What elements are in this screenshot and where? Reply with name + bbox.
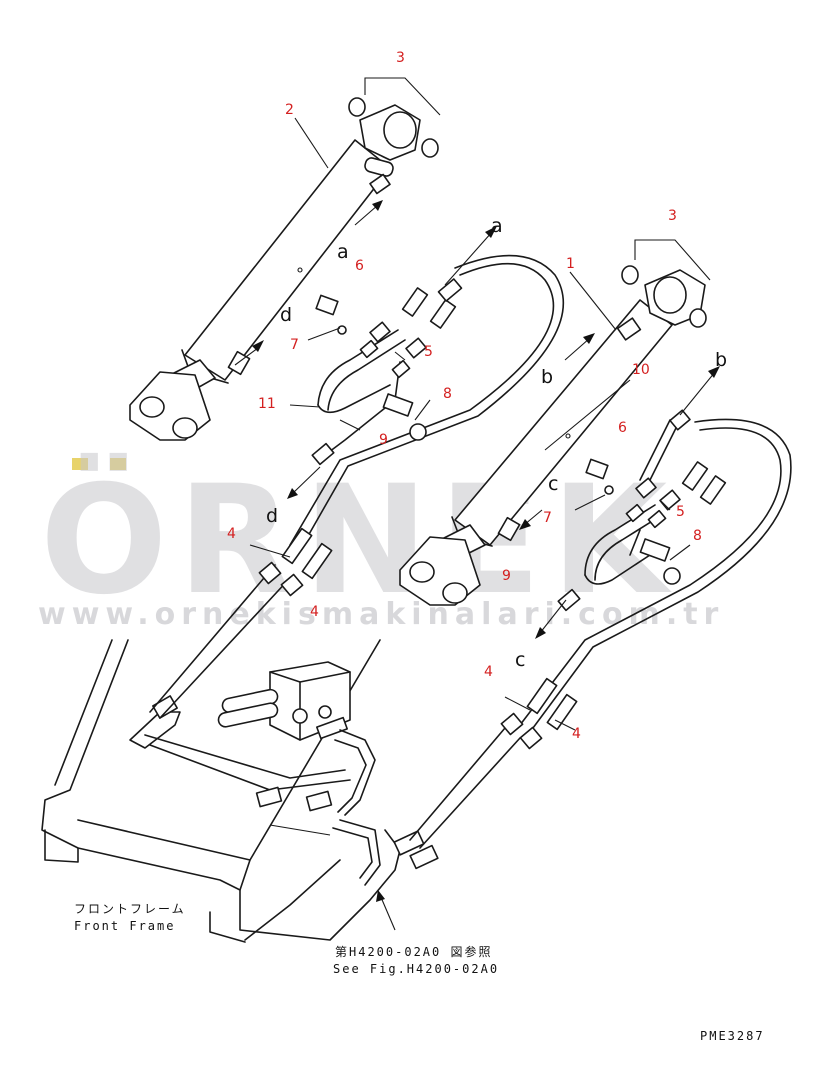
connection-letter-d-cylinder: d (280, 304, 292, 326)
frame-label-jp: フロントフレーム (74, 902, 186, 916)
part-number-7-left: 7 (290, 337, 299, 353)
labels: フロントフレーム Front Frame 第H4200-02A0 図参照 See… (74, 902, 765, 1043)
part-number-7-right: 7 (543, 510, 552, 526)
part-number-6-left: 6 (355, 258, 364, 274)
part-number-2: 2 (285, 102, 294, 118)
watermark-url: www.ornekismakinalari.com.tr (38, 597, 724, 632)
front-frame (41, 639, 401, 943)
part-number-11: 11 (258, 396, 276, 412)
reference-label-en: See Fig.H4200-02A0 (333, 962, 499, 976)
part-number-9-left: 9 (379, 432, 388, 448)
part-number-9-right: 9 (502, 568, 511, 584)
part-number-1: 1 (566, 256, 575, 272)
part-number-10: 10 (632, 362, 650, 378)
watermark-accent-right (110, 458, 126, 470)
connection-letters: a a b b c c d d (266, 215, 727, 671)
flow-arrows (234, 200, 720, 931)
part-numbers: 1 2 3 3 4 4 4 4 5 5 6 6 7 7 8 8 9 9 10 1… (227, 50, 702, 742)
connection-letter-a-hose: a (491, 215, 503, 237)
drawing-code: PME3287 (700, 1029, 765, 1043)
connection-letter-d-hose: d (266, 505, 278, 527)
part-number-4-a: 4 (227, 526, 236, 542)
part-number-4-c: 4 (484, 664, 493, 680)
part-number-4-d: 4 (572, 726, 581, 742)
part-number-5-right: 5 (676, 504, 685, 520)
connection-letter-a-cylinder: a (337, 241, 349, 263)
part-number-3-right: 3 (668, 208, 677, 224)
valve-block (217, 661, 351, 741)
connection-letter-b-cylinder: b (541, 366, 553, 388)
connection-letter-c-hose: c (515, 649, 525, 671)
reference-label-jp: 第H4200-02A0 図参照 (335, 944, 492, 959)
cylinder-1 (399, 239, 711, 606)
cylinder-2 (129, 77, 441, 441)
frame-label-en: Front Frame (74, 919, 175, 933)
connection-letter-c-cylinder: c (548, 473, 558, 495)
connection-letter-b-hose: b (715, 349, 727, 371)
watermark: ÖRNEK www.ornekismakinalari.com.tr (38, 452, 724, 632)
left-hose-assembly (249, 254, 565, 597)
part-number-6-right: 6 (618, 420, 627, 436)
right-hose-assembly (500, 409, 792, 750)
part-number-5-left: 5 (424, 344, 433, 360)
frame-piping (129, 564, 521, 886)
part-number-3-left: 3 (396, 50, 405, 66)
part-number-8-right: 8 (693, 528, 702, 544)
part-number-4-b: 4 (310, 604, 319, 620)
part-number-8-left: 8 (443, 386, 452, 402)
watermark-accent-left (72, 458, 88, 470)
